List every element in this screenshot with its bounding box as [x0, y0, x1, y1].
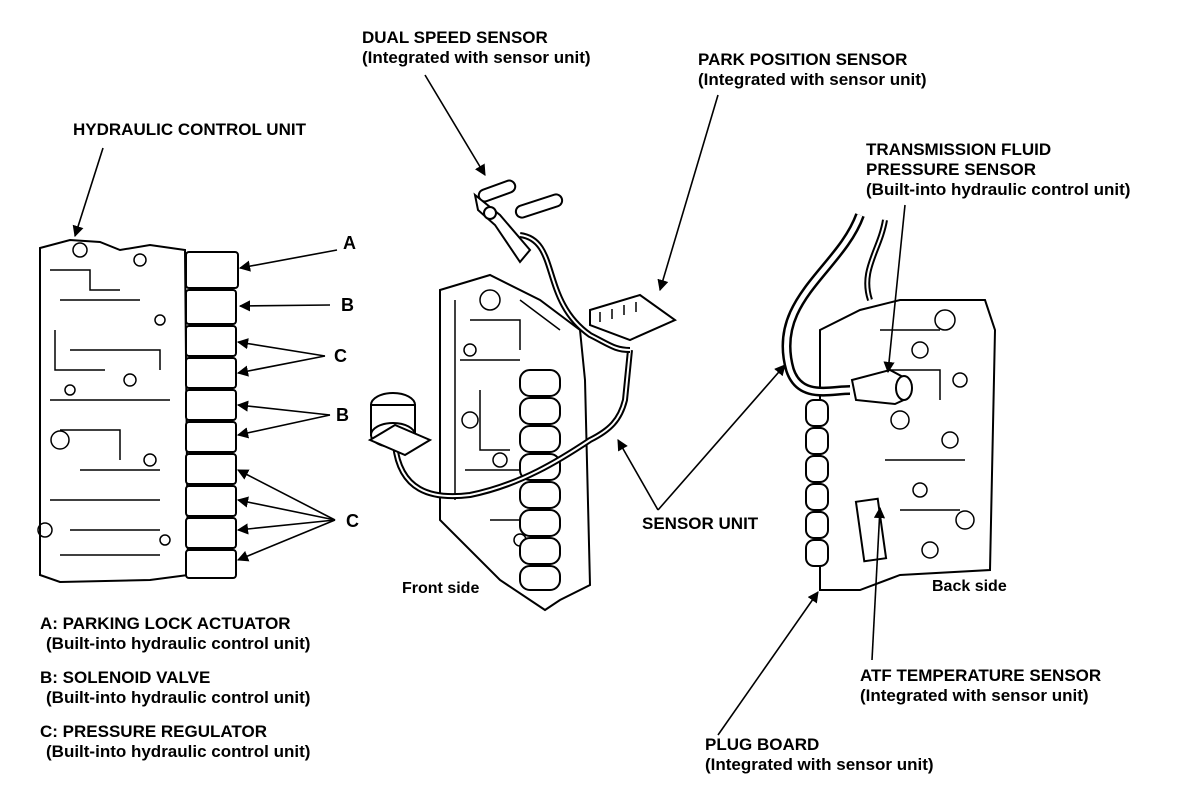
legend-item-c: C: PRESSURE REGULATOR (Built-into hydrau… — [40, 722, 310, 762]
park-position-sensor-note: (Integrated with sensor unit) — [698, 70, 927, 89]
park-position-sensor-title: PARK POSITION SENSOR — [698, 50, 908, 69]
sensor-unit-label: SENSOR UNIT — [642, 514, 759, 533]
callout-b-middle: B — [336, 405, 349, 425]
plug-board-note: (Integrated with sensor unit) — [705, 755, 934, 774]
tfp-sensor-title-2: PRESSURE SENSOR — [866, 160, 1037, 179]
callout-b-top: B — [341, 295, 354, 315]
leader-lines — [72, 74, 906, 736]
hydraulic-control-unit-label: HYDRAULIC CONTROL UNIT — [73, 120, 306, 139]
atf-temp-sensor-note: (Integrated with sensor unit) — [860, 686, 1089, 705]
park-position-sensor-label: PARK POSITION SENSOR (Integrated with se… — [698, 50, 927, 90]
dual-speed-sensor-title: DUAL SPEED SENSOR — [362, 28, 548, 47]
back-side-unit-drawing — [781, 213, 997, 591]
dual-speed-sensor-note: (Integrated with sensor unit) — [362, 48, 591, 67]
legend-a-note: (Built-into hydraulic control unit) — [46, 634, 311, 653]
legend-item-b: B: SOLENOID VALVE (Built-into hydraulic … — [40, 668, 310, 708]
hydraulic-control-unit-drawing — [37, 238, 239, 584]
callout-c-lower: C — [346, 511, 359, 531]
legend-b-note: (Built-into hydraulic control unit) — [46, 688, 311, 707]
callout-c-upper: C — [334, 346, 347, 366]
legend-c-note: (Built-into hydraulic control unit) — [46, 742, 311, 761]
plug-board-label: PLUG BOARD (Integrated with sensor unit) — [705, 735, 934, 775]
atf-temperature-sensor-label: ATF TEMPERATURE SENSOR (Integrated with … — [860, 666, 1101, 706]
legend-a-title: A: PARKING LOCK ACTUATOR — [40, 614, 291, 633]
plug-board-title: PLUG BOARD — [705, 735, 820, 754]
tfp-sensor-note: (Built-into hydraulic control unit) — [866, 180, 1131, 199]
legend-c-title: C: PRESSURE REGULATOR — [40, 722, 268, 741]
tfp-sensor-title-1: TRANSMISSION FLUID — [866, 140, 1052, 159]
front-side-unit-drawing — [367, 179, 678, 612]
atf-temp-sensor-title: ATF TEMPERATURE SENSOR — [860, 666, 1102, 685]
back-side-label: Back side — [932, 578, 1007, 595]
legend-b-title: B: SOLENOID VALVE — [40, 668, 211, 687]
callout-a: A — [343, 233, 356, 253]
transmission-fluid-pressure-sensor-label: TRANSMISSION FLUID PRESSURE SENSOR (Buil… — [866, 140, 1130, 200]
legend-item-a: A: PARKING LOCK ACTUATOR (Built-into hyd… — [40, 614, 310, 654]
front-side-label: Front side — [402, 580, 480, 597]
dual-speed-sensor-label: DUAL SPEED SENSOR (Integrated with senso… — [362, 28, 591, 68]
